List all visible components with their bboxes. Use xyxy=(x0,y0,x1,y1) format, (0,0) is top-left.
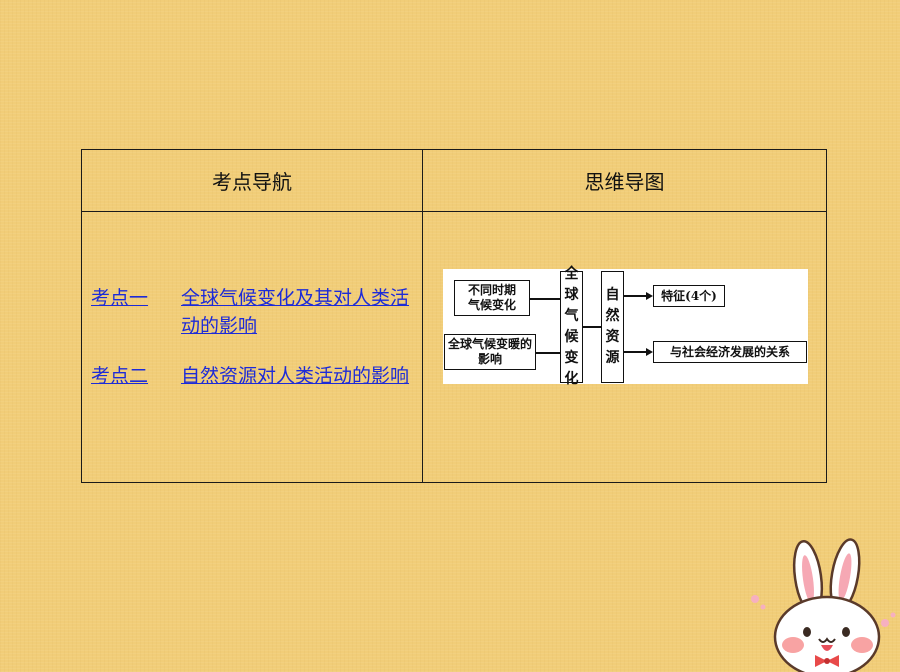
mindmap-node-warming-impact: 全球气候变暖的影响 xyxy=(444,334,536,370)
mindmap-node-natural-resources: 自 然 资 源 xyxy=(601,271,624,383)
header-exam-nav: 考点导航 xyxy=(81,149,423,212)
mindmap-char: 全 xyxy=(564,266,579,282)
mindmap-node-features: 特征(4个) xyxy=(653,285,725,307)
mindmap-node-global-climate-change: 全 球 气 候 变 化 xyxy=(560,266,583,387)
mind-map: 不同时期气候变化 全球气候变暖的影响 全 球 气 候 变 化 xyxy=(443,266,808,387)
mindmap-node-climate-periods: 不同时期气候变化 xyxy=(454,280,530,316)
arrow-line xyxy=(624,351,647,353)
exam-nav-list: 考点一 全球气候变化及其对人类活动的影响 考点二 自然资源对人类活动的影响 xyxy=(82,212,422,390)
bunny-icon xyxy=(751,538,896,672)
mindmap-char: 气 xyxy=(564,308,579,324)
connector-line xyxy=(583,326,601,328)
nav-link-topic-1[interactable]: 考点一 全球气候变化及其对人类活动的影响 xyxy=(91,284,422,340)
table-body-row: 考点一 全球气候变化及其对人类活动的影响 考点二 自然资源对人类活动的影响 不同… xyxy=(81,211,827,483)
connector-line xyxy=(536,352,560,354)
mindmap-char: 候 xyxy=(564,329,579,345)
mindmap-char: 球 xyxy=(564,287,579,303)
mindmap-char: 然 xyxy=(605,308,620,324)
mindmap-char: 变 xyxy=(564,350,579,366)
overview-table: 考点导航 思维导图 考点一 全球气候变化及其对人类活动的影响 考点二 自然资源对… xyxy=(81,149,827,483)
mindmap-char: 自 xyxy=(605,287,620,303)
arrow-head-icon xyxy=(646,292,653,300)
mindmap-char: 化 xyxy=(564,371,579,387)
mindmap-node-socio-economic: 与社会经济发展的关系 xyxy=(653,341,807,363)
mindmap-node-label: 全球气候变暖的影响 xyxy=(447,337,532,366)
nav-link-title[interactable]: 全球气候变化及其对人类活动的影响 xyxy=(181,287,410,337)
mindmap-char: 源 xyxy=(605,350,620,366)
mind-map-cell: 不同时期气候变化 全球气候变暖的影响 全 球 气 候 变 化 xyxy=(422,211,827,483)
mindmap-node-label: 不同时期气候变化 xyxy=(467,283,516,312)
arrow-line xyxy=(624,295,647,297)
mindmap-node-label: 特征(4个) xyxy=(661,288,717,303)
nav-link-number[interactable]: 考点二 xyxy=(91,365,149,387)
header-mind-map: 思维导图 xyxy=(422,149,827,212)
mindmap-char: 资 xyxy=(605,329,620,345)
arrow-head-icon xyxy=(646,348,653,356)
mindmap-node-label: 与社会经济发展的关系 xyxy=(669,344,790,359)
exam-nav-cell: 考点一 全球气候变化及其对人类活动的影响 考点二 自然资源对人类活动的影响 xyxy=(81,211,423,483)
table-header-row: 考点导航 思维导图 xyxy=(81,149,827,212)
nav-link-topic-2[interactable]: 考点二 自然资源对人类活动的影响 xyxy=(91,362,422,390)
nav-link-number[interactable]: 考点一 xyxy=(91,287,149,309)
connector-line xyxy=(530,298,560,300)
nav-link-title[interactable]: 自然资源对人类活动的影响 xyxy=(181,365,410,387)
